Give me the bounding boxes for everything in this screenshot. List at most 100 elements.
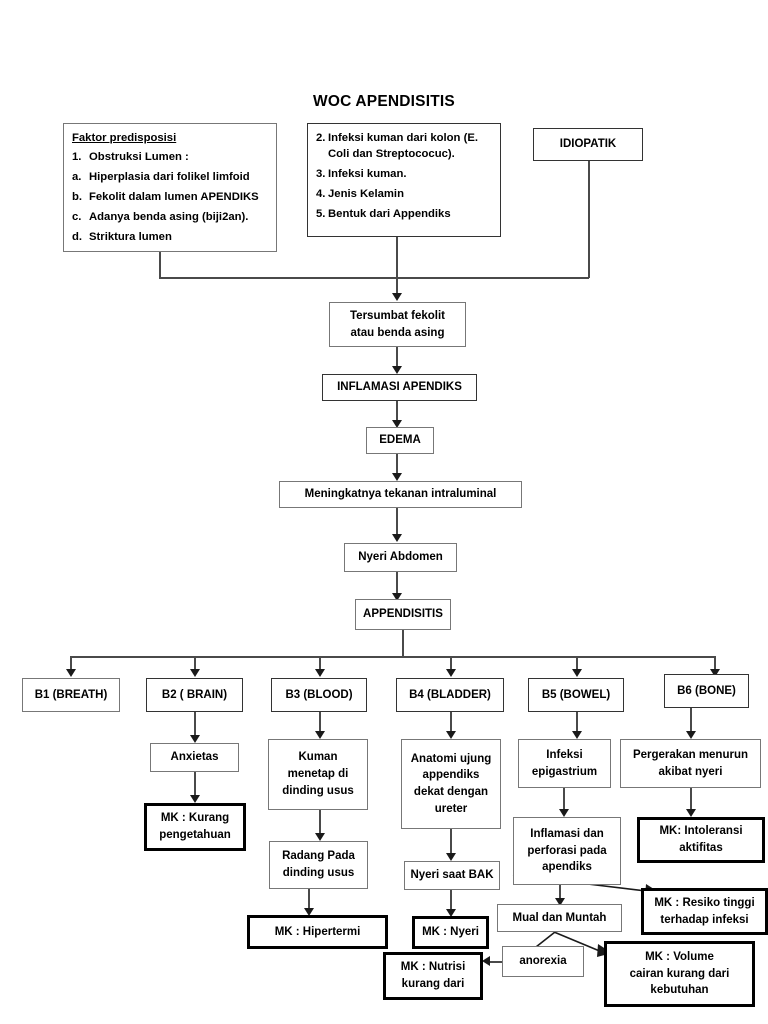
connector-nyeri-appendisitis	[396, 572, 398, 596]
arrow-to-mk-kurang-pengetahuan	[190, 795, 200, 803]
arrow-to-edema	[392, 420, 402, 428]
list-text: Adanya benda asing (biji2an).	[89, 211, 249, 223]
b1-breath-label: B1 (BREATH)	[34, 688, 108, 701]
connector-kuman-radang	[319, 810, 321, 836]
arrow-to-tersumbat	[392, 293, 402, 301]
b4-bladder-label: B4 (BLADDER)	[409, 688, 491, 701]
list-item: 4.Jenis Kelamin	[316, 186, 492, 202]
inflamasi-apendiks-box: INFLAMASI APENDIKS	[322, 374, 477, 401]
connector-nyeribak-mknyeri	[450, 890, 452, 912]
list-marker: d.	[72, 230, 83, 243]
list-marker: 2.	[316, 132, 326, 144]
connector-anorexia-nutrisi	[489, 961, 504, 963]
mk-volume-label: MK : Volume cairan kurang dari kebutuhan	[629, 950, 730, 997]
arrow-to-mk-nyeri	[446, 909, 456, 917]
list-item: 5.Bentuk dari Appendiks	[316, 206, 492, 222]
nyeri-abdomen-label: Nyeri Abdomen	[358, 551, 443, 564]
anatomi-ujung-box: Anatomi ujung appendiks dekat dengan ure…	[401, 739, 501, 829]
list-text: Jenis Kelamin	[328, 188, 404, 201]
b3-blood-box: B3 (BLOOD)	[271, 678, 367, 712]
connector-b6-drop	[714, 656, 716, 672]
b1-breath-box: B1 (BREATH)	[22, 678, 120, 712]
mual-muntah-label: Mual dan Muntah	[512, 911, 607, 924]
b4-bladder-box: B4 (BLADDER)	[396, 678, 504, 712]
mk-resiko-label: MK : Resiko tinggi terhadap infeksi	[654, 896, 755, 926]
list-item: d. Striktura lumen	[72, 229, 268, 245]
connector-infeksi-inflamasi-perf	[563, 788, 565, 812]
arrow-to-mk-hipertermi	[304, 908, 314, 916]
list-marker: 5.	[316, 208, 326, 220]
list-text: Obstruksi Lumen :	[89, 151, 189, 164]
anxietas-box: Anxietas	[150, 743, 239, 772]
mk-resiko-box: MK : Resiko tinggi terhadap infeksi	[641, 888, 768, 935]
arrow-to-anatomi-ujung	[446, 731, 456, 739]
connector-b-bus	[70, 656, 715, 658]
list-marker: b.	[72, 191, 83, 204]
list-item: 2.Infeksi kuman dari kolon (E. Coli dan …	[316, 130, 492, 163]
list-text: Infeksi kuman dari kolon (E. Coli dan St…	[328, 132, 479, 161]
list-item: 1.Obstruksi Lumen :	[72, 149, 268, 165]
list-item: b.Fekolit dalam lumen APENDIKS	[72, 189, 268, 205]
connector-edema-tekanan	[396, 454, 398, 476]
mk-intoleransi-label: MK: Intoleransi aktifitas	[659, 825, 743, 854]
edema-label: EDEMA	[379, 434, 421, 447]
connector-b4-anatomi	[450, 712, 452, 734]
list-item: a.Hiperplasia dari folikel limfoid	[72, 169, 268, 185]
mual-muntah-box: Mual dan Muntah	[497, 904, 622, 932]
list-item: c.Adanya benda asing (biji2an).	[72, 209, 268, 225]
arrow-to-b4	[446, 669, 456, 677]
mk-kurang-pengetahuan-box: MK : Kurang pengetahuan	[144, 803, 246, 851]
connector-b1-drop	[70, 656, 72, 672]
anorexia-label: anorexia	[519, 955, 567, 968]
connector-pergerakan-intoleransi	[690, 788, 692, 812]
page-title: WOC APENDISITIS	[313, 93, 455, 110]
radang-pada-label: Radang Pada dinding usus	[282, 850, 355, 879]
b5-bowel-box: B5 (BOWEL)	[528, 678, 624, 712]
connector-faktor-down	[159, 252, 161, 278]
arrow-to-nyeri-saat-bak	[446, 853, 456, 861]
appendisitis-box: APPENDISITIS	[355, 599, 451, 630]
inflamasi-apendiks-label: INFLAMASI APENDIKS	[337, 381, 462, 394]
list-text: Striktura lumen	[89, 230, 172, 243]
arrow-to-nyeri-abdomen	[392, 534, 402, 542]
connector-tekanan-nyeri	[396, 508, 398, 536]
anorexia-box: anorexia	[502, 946, 584, 977]
arrow-to-b2	[190, 669, 200, 677]
connector-b2-drop	[194, 656, 196, 672]
arrow-to-inflamasi-perforasi	[559, 809, 569, 817]
list-text: Hiperplasia dari folikel limfoid	[89, 171, 250, 184]
arrow-to-mk-intoleransi	[686, 809, 696, 817]
edema-box: EDEMA	[366, 427, 434, 454]
appendisitis-label: APPENDISITIS	[363, 608, 443, 621]
b3-blood-label: B3 (BLOOD)	[285, 688, 353, 701]
mk-volume-box: MK : Volume cairan kurang dari kebutuhan	[604, 941, 755, 1007]
list-marker: 3.	[316, 168, 326, 181]
mk-hipertermi-box: MK : Hipertermi	[247, 915, 388, 949]
tersumbat-fekolit-box: Tersumbat fekolit atau benda asing	[329, 302, 466, 347]
b6-bone-box: B6 (BONE)	[664, 674, 749, 708]
list-marker: 4.	[316, 188, 326, 201]
arrow-to-b3	[315, 669, 325, 677]
inflamasi-perforasi-label: Inflamasi dan perforasi pada apendiks	[527, 827, 607, 874]
mk-nyeri-label: MK : Nyeri	[422, 926, 479, 939]
b6-bone-label: B6 (BONE)	[677, 684, 736, 697]
connector-radang-hipertermi	[308, 889, 310, 911]
arrow-to-b1	[66, 669, 76, 677]
infeksi-epigastrium-box: Infeksi epigastrium	[518, 739, 611, 788]
connector-b3-kuman	[319, 712, 321, 734]
connector-inflamasi-mual	[559, 885, 561, 902]
infeksi-kuman-box: 2.Infeksi kuman dari kolon (E. Coli dan …	[307, 123, 501, 237]
kuman-menetap-label: Kuman menetap di dinding usus	[282, 751, 354, 797]
radang-pada-box: Radang Pada dinding usus	[269, 841, 368, 889]
connector-tersumbat-inflamasi	[396, 347, 398, 369]
connector-inflamasi-edema	[396, 401, 398, 423]
tekanan-intraluminal-box: Meningkatnya tekanan intraluminal	[279, 481, 522, 508]
mk-hipertermi-label: MK : Hipertermi	[274, 925, 361, 938]
connector-top-bus	[159, 277, 589, 279]
arrow-to-mk-nutrisi	[482, 956, 490, 966]
b2-brain-box: B2 ( BRAIN)	[146, 678, 243, 712]
arrow-to-pergerakan-menurun	[686, 731, 696, 739]
b5-bowel-label: B5 (BOWEL)	[541, 688, 611, 701]
pergerakan-menurun-box: Pergerakan menurun akibat nyeri	[620, 739, 761, 788]
